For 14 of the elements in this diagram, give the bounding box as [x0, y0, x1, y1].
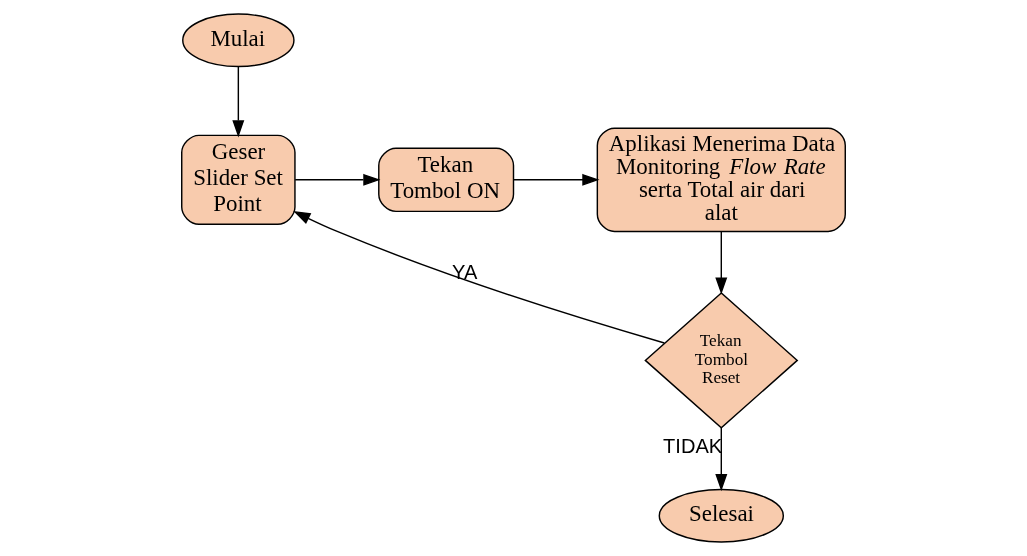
arrow — [293, 210, 666, 344]
arrow — [715, 427, 728, 492]
arrow — [715, 231, 728, 295]
arrow — [232, 66, 245, 138]
node-diamond: Tekan Tombol Reset — [644, 292, 799, 429]
edge-label: TIDAK — [663, 435, 723, 458]
node-box: Geser Slider Set Point — [181, 134, 296, 225]
node-ellipse: Selesai — [658, 488, 785, 543]
edge-label: YA — [452, 260, 478, 283]
node-box: Aplikasi Menerima Data Monitoring Flow Rate serta Total air dari alat — [596, 127, 846, 233]
node-box: Tekan Tombol ON — [378, 147, 515, 213]
arrow — [294, 173, 381, 186]
arrow — [513, 173, 600, 186]
node-ellipse: Mulai — [182, 13, 295, 68]
